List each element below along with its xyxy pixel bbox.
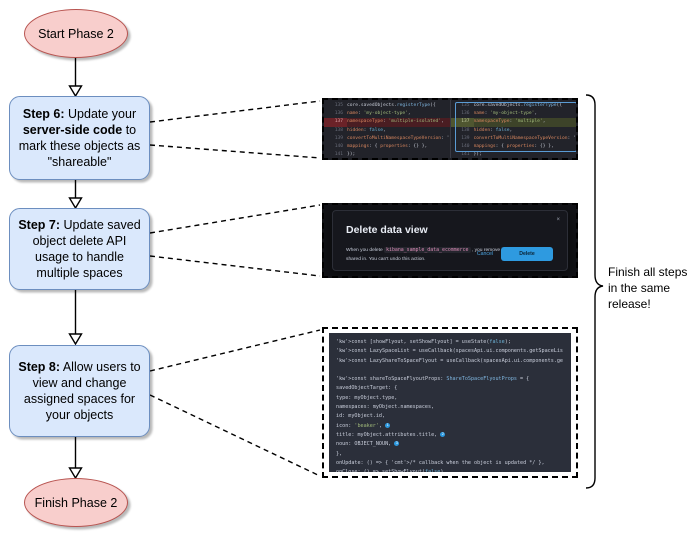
diff-line-text: hidden: false,: [473, 127, 513, 133]
node-step-8[interactable]: Step 8: Allow users to view and change a…: [9, 345, 150, 437]
diff-line: 136 name: 'my-object-type',: [324, 110, 450, 118]
code-line: icon: 'beaker', 1: [336, 422, 391, 429]
node-step-8-text: Step 8: Allow users to view and change a…: [14, 359, 145, 423]
diff-line-number: 141: [461, 152, 470, 158]
diff-line-number: 138: [334, 127, 343, 133]
node-start-label: Start Phase 2: [38, 26, 114, 41]
diff-line: 138 hidden: false,: [324, 127, 450, 135]
diff-line-text: core.savedObjects.registerType({: [473, 103, 563, 108]
node-step-6-text: Step 6: Update your server-side code to …: [14, 106, 145, 170]
diff-line-number: 136: [461, 111, 470, 117]
code-annotation-badge: 3: [394, 441, 400, 447]
node-step-6-prefix: Step 6:: [22, 107, 65, 121]
node-step-7[interactable]: Step 7: Update saved object delete API u…: [9, 208, 150, 290]
diff-line-text: });: [347, 152, 356, 158]
diff-line-number: 141: [334, 152, 343, 158]
diff-line-text: hidden: false,: [347, 127, 386, 133]
node-step-6-rest: Update your: [64, 107, 137, 121]
dialog-body-code: kibana_sample_data_ecommerce: [384, 247, 471, 253]
code-line: savedObjectTarget: {: [336, 385, 398, 392]
diff-line: 135 core.savedObjects.registerType({: [324, 102, 450, 110]
diff-line-text: convertToMultiNamespaceTypeVersion: ': [473, 135, 576, 141]
diff-line-text: });: [473, 152, 482, 158]
code-line: title: myObject.attributes.title, 2: [336, 431, 446, 438]
diff-line-number: 137: [450, 118, 474, 127]
diff-line-text: mappings: { properties: {} },: [473, 143, 554, 149]
brace-note-line-3: release!: [608, 296, 651, 311]
code-line: 'kw'>const [showFlyout, setShowFlyout] =…: [336, 339, 511, 345]
diff-line: 136 name: 'my-object-type',: [451, 110, 577, 118]
diff-line-text: name: 'my-object-type',: [473, 111, 538, 117]
code-annotation-badge: 1: [385, 422, 391, 428]
diff-line-number: 140: [461, 143, 470, 149]
diff-line-number: 139: [461, 135, 470, 141]
diff-line-number: 138: [461, 127, 470, 133]
diff-line: 139 convertToMultiNamespaceTypeVersion: …: [451, 135, 577, 143]
diff-line-text: namespaceType: 'multiple-isolated',: [347, 119, 444, 125]
code-line: namespaces: myObject.namespaces,: [336, 404, 435, 411]
code-line: onClose: () => setShowFlyout(false),: [329, 468, 571, 472]
diff-line-text: core.savedObjects.registerType({: [347, 103, 436, 108]
node-step-8-prefix: Step 8:: [18, 360, 61, 374]
diff-line-number: 140: [334, 143, 343, 149]
diff-line: 137 namespaceType: 'multiple',: [450, 118, 576, 127]
node-finish-label: Finish Phase 2: [34, 495, 118, 510]
dialog-close-icon[interactable]: ×: [556, 217, 560, 223]
node-step-6[interactable]: Step 6: Update your server-side code to …: [9, 96, 150, 180]
diff-line-text: convertToMultiNamespaceTypeVersion: ': [347, 135, 450, 141]
diff-line-number: 135: [461, 103, 470, 108]
node-step-8-tail: Allow users to view and change assigned …: [23, 360, 141, 422]
dialog-body-pre: When you delete: [346, 248, 385, 253]
node-step-7-text: Step 7: Update saved object delete API u…: [14, 217, 145, 281]
diff-line: 137 namespaceType: 'multiple-isolated',: [324, 118, 450, 127]
brace-note-line-1: Finish all steps: [608, 265, 688, 279]
code-line: type: myObject.type,: [336, 394, 398, 401]
diff-line: 140 mappings: { properties: {} },: [324, 143, 450, 151]
code-line: id: myObject.id,: [336, 413, 386, 420]
code-line: 'kw'>const LazyShareToSpaceFlyout = useC…: [336, 357, 563, 364]
screenshot-share-flyout-code[interactable]: 'kw'>const [showFlyout, setShowFlyout] =…: [322, 327, 578, 478]
node-step-7-prefix: Step 7:: [18, 218, 61, 232]
delete-data-view-dialog: Delete data view × When you delete kiban…: [332, 210, 568, 271]
diff-line: 138 hidden: false,: [451, 127, 577, 135]
diff-line: 141});: [451, 151, 577, 158]
code-line: 'kw'>const LazySpaceList = useCallback(s…: [336, 348, 563, 355]
brace-note: Finish all steps in the same release!: [608, 265, 690, 313]
screenshot-delete-dialog[interactable]: Delete data view × When you delete kiban…: [322, 203, 578, 278]
diff-line: 140 mappings: { properties: {} },: [451, 143, 577, 151]
diff-line-number: 135: [334, 103, 343, 108]
dialog-delete-button[interactable]: Delete: [501, 247, 553, 261]
dialog-cancel-button[interactable]: Cancel: [476, 251, 493, 257]
diff-line: 139 convertToMultiNamespaceTypeVersion: …: [324, 135, 450, 143]
node-step-7-tail: Update saved object delete API usage to …: [32, 218, 141, 280]
node-start-phase-2[interactable]: Start Phase 2: [24, 9, 128, 58]
diff-line-text: namespaceType: 'multiple',: [473, 119, 546, 125]
node-step-6-bold2: server-side code: [22, 123, 123, 137]
code-line: 'kw'>const shareToSpaceFlyoutProps: Shar…: [336, 376, 530, 383]
node-step-6-tail: to mark these objects as "shareable": [18, 123, 141, 169]
node-finish-phase-2[interactable]: Finish Phase 2: [24, 478, 128, 527]
diff-line-text: mappings: { properties: {} },: [347, 143, 428, 149]
brace-note-line-2: in the same: [608, 280, 671, 295]
code-block: 'kw'>const [showFlyout, setShowFlyout] =…: [329, 333, 571, 472]
diff-line-number: 136: [334, 111, 343, 117]
dialog-title: Delete data view: [346, 224, 428, 236]
diff-line-number: 139: [334, 135, 343, 141]
code-annotation-badge: 2: [440, 431, 446, 438]
code-line: onUpdate: () => { 'cmt'>/* callback when…: [336, 459, 545, 466]
diff-line-text: name: 'my-object-type',: [347, 111, 411, 117]
diff-pane-before: 135 core.savedObjects.registerType({ 136 n…: [324, 100, 450, 158]
code-lines: 'kw'>const [showFlyout, setShowFlyout] =…: [329, 333, 571, 472]
code-line: },: [336, 450, 343, 457]
diff-line: 141});: [324, 151, 450, 158]
code-line: [329, 366, 571, 375]
code-line: noun: OBJECT_NOUN, 3: [336, 441, 400, 448]
diff-line-number: 137: [324, 118, 347, 127]
